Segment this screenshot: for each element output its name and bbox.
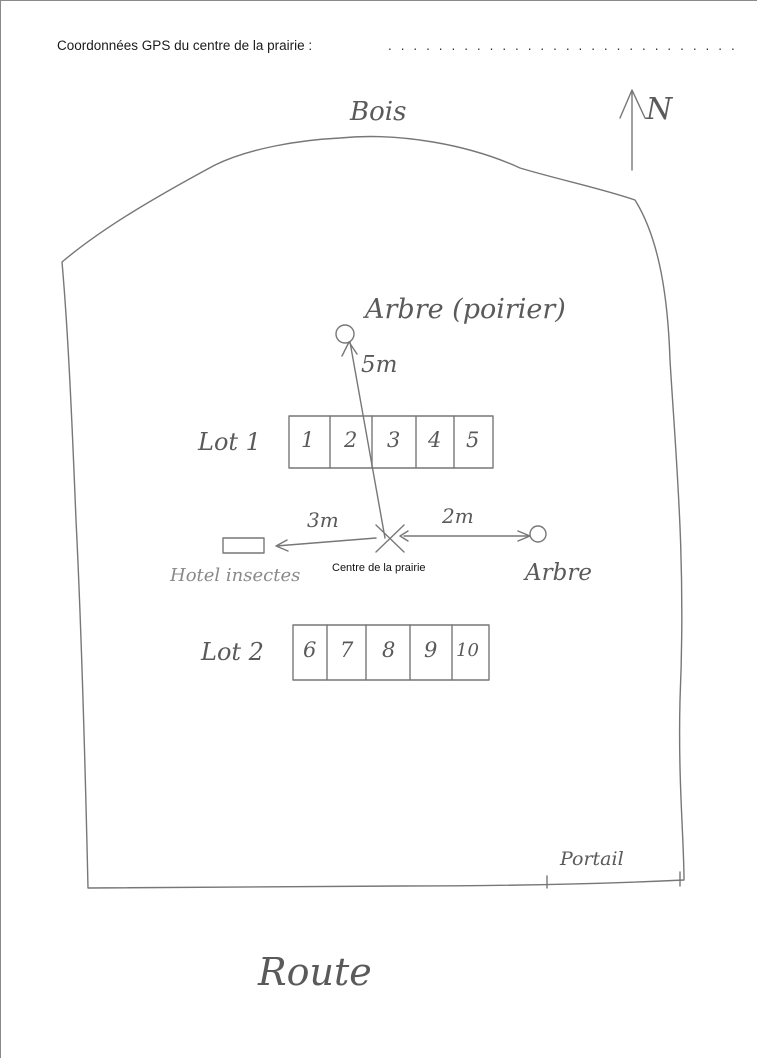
lot1-item: 3 bbox=[387, 428, 401, 452]
gps-label: Coordonnées GPS du centre de la prairie … bbox=[57, 38, 313, 53]
distance-tree-top: 5m bbox=[361, 352, 398, 378]
lot1-label: Lot 1 bbox=[198, 428, 261, 456]
portail-mark bbox=[546, 871, 681, 889]
north-arrow-icon bbox=[619, 89, 646, 171]
lot2-label: Lot 2 bbox=[201, 638, 264, 666]
lot1-item: 5 bbox=[466, 428, 480, 452]
lot2-item: 8 bbox=[382, 638, 396, 662]
lot2-item: 6 bbox=[303, 638, 317, 662]
lot1-item: 4 bbox=[428, 428, 442, 452]
lot2-item: 9 bbox=[424, 638, 438, 662]
meadow-boundary bbox=[61, 135, 685, 889]
arrow-to-tree bbox=[399, 530, 531, 542]
lot2-boxes bbox=[292, 624, 490, 681]
gate-label: Portail bbox=[560, 848, 624, 870]
tree-right-label: Arbre bbox=[525, 560, 592, 586]
line-center-to-tree bbox=[341, 341, 386, 539]
gps-dotted-line: . . . . . . . . . . . . . . . . . . . . … bbox=[388, 38, 744, 53]
center-cross-icon bbox=[375, 524, 405, 553]
distance-left: 3m bbox=[307, 508, 339, 532]
north-label: Bois bbox=[350, 97, 407, 127]
north-letter: N bbox=[646, 92, 673, 127]
distance-right: 2m bbox=[442, 504, 474, 528]
lot1-item: 1 bbox=[301, 428, 315, 452]
lot1-item: 2 bbox=[344, 428, 358, 452]
lot2-item: 10 bbox=[456, 640, 479, 661]
arrow-to-hotel bbox=[275, 537, 377, 552]
center-label: Centre de la prairie bbox=[332, 562, 426, 574]
tree-top-icon bbox=[335, 324, 355, 344]
south-label: Route bbox=[258, 950, 372, 994]
tree-right-icon bbox=[529, 525, 547, 543]
tree-top-label: Arbre (poirier) bbox=[365, 294, 566, 325]
lot1-boxes bbox=[288, 415, 494, 469]
lot2-item: 7 bbox=[340, 638, 354, 662]
hotel-insectes-label: Hotel insectes bbox=[170, 565, 301, 586]
hotel-insectes-icon bbox=[222, 537, 265, 554]
